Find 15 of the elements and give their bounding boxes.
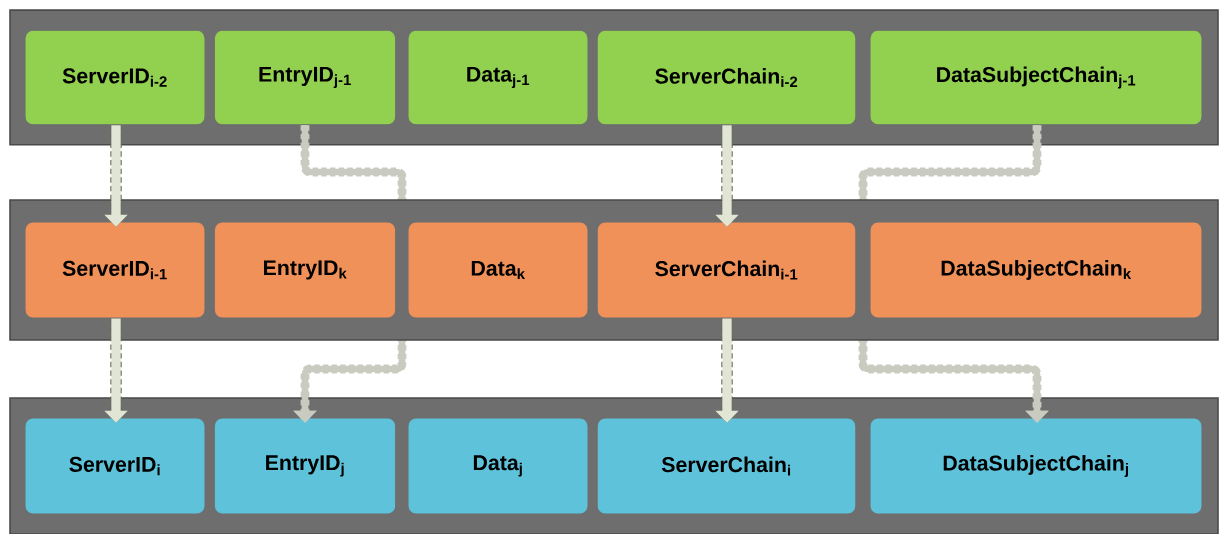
label-box: EntryID$_{j-1}$ [213, 29, 397, 126]
label-box: DataSubjectChain$_{j}$ [869, 417, 1203, 515]
label-box: ServerChain$_{i-2}$ [596, 29, 857, 126]
label-box: ServerID$_{i-1}$ [24, 221, 206, 319]
label-box: Data$_{k}$ [407, 221, 589, 319]
label-box: EntryID$_{k}$ [213, 221, 397, 319]
label-box: DataSubjectChain$_{j-1}$ [869, 29, 1203, 126]
label-box: ServerID$_{i-2}$ [24, 29, 206, 126]
label-box: DataSubjectChain$_{k}$ [869, 221, 1203, 319]
label-box: Data$_{j-1}$ [407, 29, 589, 126]
label-box: EntryID$_{j}$ [213, 417, 397, 515]
label-box: ServerChain$_{i-1}$ [596, 221, 857, 319]
label-box: Data$_{j}$ [407, 417, 589, 515]
label-box: ServerChain$_{i}$ [596, 417, 857, 515]
label-box: ServerID$_{i}$ [24, 417, 206, 515]
